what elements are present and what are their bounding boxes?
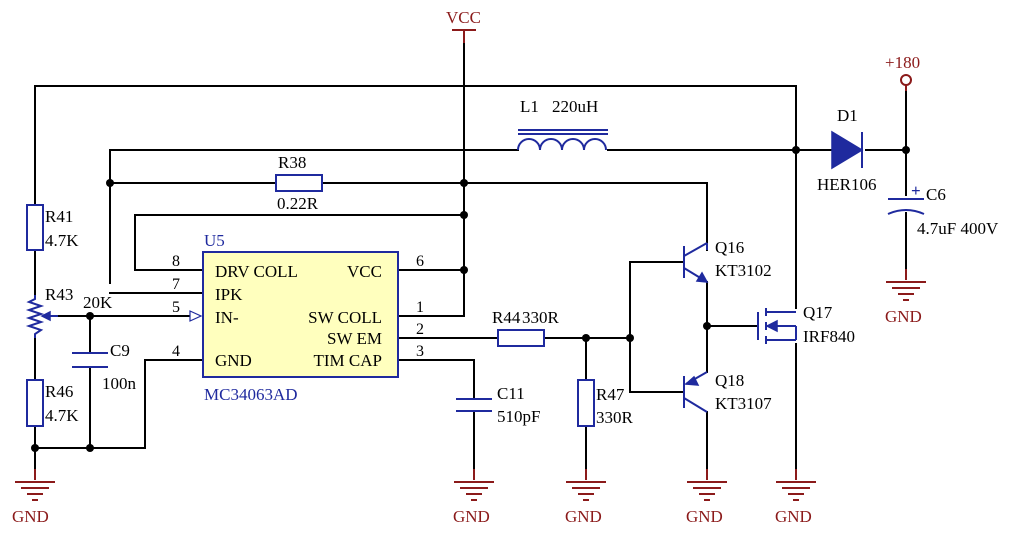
pin-number-3: 3	[416, 343, 424, 360]
gnd-symbol-c11: GND	[453, 468, 494, 526]
r38-ref: R38	[278, 153, 306, 172]
r47-ref: R47	[596, 385, 625, 404]
r44-ref: R44	[492, 308, 521, 327]
vcc-power-symbol: VCC	[446, 8, 481, 44]
c9-ref: C9	[110, 341, 130, 360]
pin-label-sw-coll: SW COLL	[308, 308, 382, 327]
gnd-symbol-q18: GND	[686, 468, 727, 526]
diode-d1: D1 HER106	[817, 106, 877, 194]
r46-value: 4.7K	[45, 406, 79, 425]
resistor-r47: R47 330R	[577, 379, 634, 427]
gnd-label-c6: GND	[885, 307, 922, 326]
resistor-r44: R44 330R	[492, 308, 560, 347]
l1-ref: L1	[520, 97, 539, 116]
r43-value: 20K	[83, 293, 113, 312]
pin-label-vcc: VCC	[347, 262, 382, 281]
transistor-q16: Q16 KT3102	[683, 238, 772, 283]
c9-value: 100n	[102, 374, 137, 393]
gnd-label-q18: GND	[686, 507, 723, 526]
gnd-label-left: GND	[12, 507, 49, 526]
pin-number-1: 1	[416, 299, 424, 316]
capacitor-c6: + C6 4.7uF 400V	[887, 181, 999, 238]
gnd-label-q17: GND	[775, 507, 812, 526]
pin-number-6: 6	[416, 253, 424, 270]
pin-number-4: 4	[172, 343, 180, 360]
r44-value: 330R	[522, 308, 560, 327]
pin-number-7: 7	[172, 276, 180, 293]
ic-u5: U5 MC34063AD DRV COLL IPK IN- GND VCC SW…	[172, 231, 424, 404]
mosfet-q17: Q17 IRF840	[757, 303, 855, 346]
l1-value: 220uH	[552, 97, 598, 116]
c6-ref: C6	[926, 185, 946, 204]
input-arrow-icon	[189, 310, 203, 322]
pin-label-gnd: GND	[215, 351, 252, 370]
q16-ref: Q16	[715, 238, 744, 257]
hv-power-symbol: +180	[885, 53, 920, 92]
r41-value: 4.7K	[45, 231, 79, 250]
d1-value: HER106	[817, 175, 877, 194]
gnd-symbol-c6: GND	[885, 268, 926, 326]
gnd-label-c11: GND	[453, 507, 490, 526]
inductor-l1: L1 220uH	[517, 97, 608, 151]
q17-value: IRF840	[803, 327, 855, 346]
q18-ref: Q18	[715, 371, 744, 390]
q17-ref: Q17	[803, 303, 833, 322]
r47-value: 330R	[596, 408, 634, 427]
pin-label-sw-em: SW EM	[327, 329, 382, 348]
pin-label-drv-coll: DRV COLL	[215, 262, 298, 281]
pin-number-8: 8	[172, 253, 180, 270]
q18-value: KT3107	[715, 394, 772, 413]
junctions	[31, 146, 910, 452]
c6-value: 4.7uF 400V	[917, 219, 999, 238]
gnd-symbol-left: GND	[12, 468, 55, 526]
hv-label: +180	[885, 53, 920, 72]
ic-ref: U5	[204, 231, 225, 250]
ic-body	[202, 251, 399, 378]
pin-label-ipk: IPK	[215, 285, 243, 304]
gnd-symbol-r47: GND	[565, 468, 606, 526]
r43-ref: R43	[45, 285, 73, 304]
c6-polarity: +	[911, 181, 921, 200]
d1-ref: D1	[837, 106, 858, 125]
pin-label-tim-cap: TIM CAP	[314, 351, 382, 370]
potentiometer-r43: R43 20K	[25, 285, 113, 338]
pin-number-2: 2	[416, 321, 424, 338]
vcc-label: VCC	[446, 8, 481, 27]
r46-ref: R46	[45, 382, 73, 401]
resistor-r46: R46 4.7K	[26, 379, 79, 427]
q16-value: KT3102	[715, 261, 772, 280]
r41-ref: R41	[45, 207, 73, 226]
pin-number-5: 5	[172, 299, 180, 316]
c11-ref: C11	[497, 384, 525, 403]
resistor-r41: R41 4.7K	[26, 204, 79, 251]
capacitor-c9: C9 100n	[72, 341, 137, 393]
wires	[34, 43, 907, 469]
transistor-q18: Q18 KT3107	[683, 371, 772, 413]
resistor-r38: R38 0.22R	[275, 153, 323, 213]
r38-value: 0.22R	[277, 194, 319, 213]
capacitor-c11: C11 510pF	[456, 384, 540, 426]
pin-label-in-minus: IN-	[215, 308, 239, 327]
c11-value: 510pF	[497, 407, 540, 426]
gnd-label-r47: GND	[565, 507, 602, 526]
ic-part: MC34063AD	[204, 385, 298, 404]
gnd-symbol-q17: GND	[775, 468, 816, 526]
